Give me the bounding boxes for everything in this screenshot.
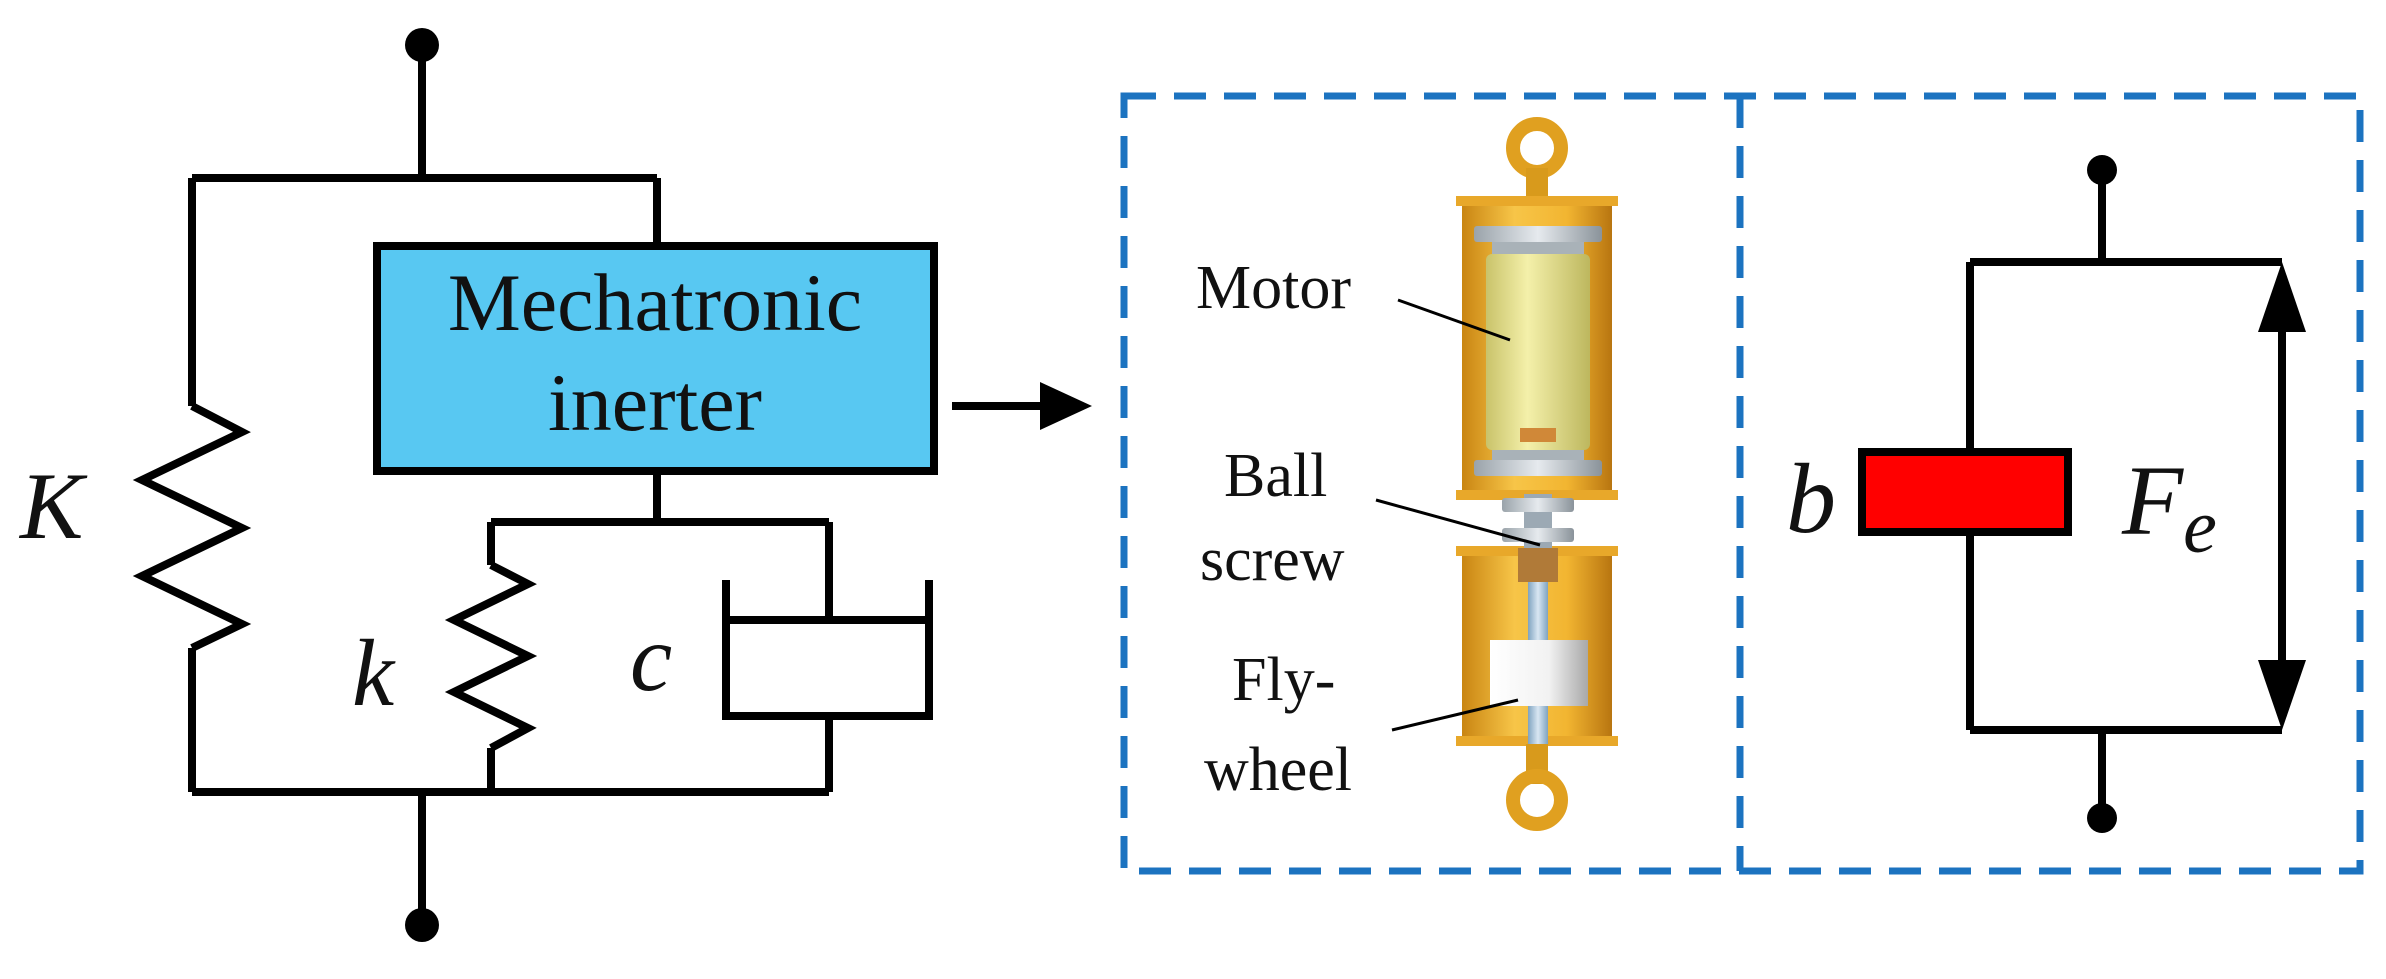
inertance-block [1858,448,2072,536]
inertance-label: b [1786,443,1836,554]
top-eyelet [1506,117,1568,179]
ball-screw-label-line2: screw [1200,526,1345,594]
right-bottom-node [2087,803,2117,833]
flywheel-label-line2: wheel [1204,736,1352,804]
right-arrow-icon [952,382,1092,430]
force-label-sub: e [2183,485,2217,569]
inerter-device-illustration [1456,117,1618,831]
flywheel [1490,640,1588,706]
box-label-line2: inerter [548,357,762,448]
force-label: Fe [2121,445,2217,569]
main-spring-label: K [18,453,88,559]
force-arrow-head-up [2258,262,2306,332]
small-spring-label: k [352,620,396,726]
leader-lines [1375,298,1541,732]
motor-body [1486,254,1590,450]
box-label-line1: Mechatronic [448,257,862,348]
motor-label: Motor [1196,254,1351,322]
ideal-inerter-symbol [1858,155,2286,833]
bottom-eyelet [1506,769,1568,831]
dashed-panels [1120,92,2364,875]
bottom-terminal-node [405,908,439,942]
left-network [132,28,938,942]
force-arrow-head-down [2258,660,2306,730]
main-spring-K [132,402,252,652]
ball-screw-label-line1: Ball [1224,442,1327,510]
damper-label: c [630,605,672,711]
small-spring-k [444,561,538,752]
force-label-main: F [2121,445,2184,556]
ball-screw-nut [1518,548,1558,582]
flywheel-label-line1: Fly- [1232,646,1335,714]
